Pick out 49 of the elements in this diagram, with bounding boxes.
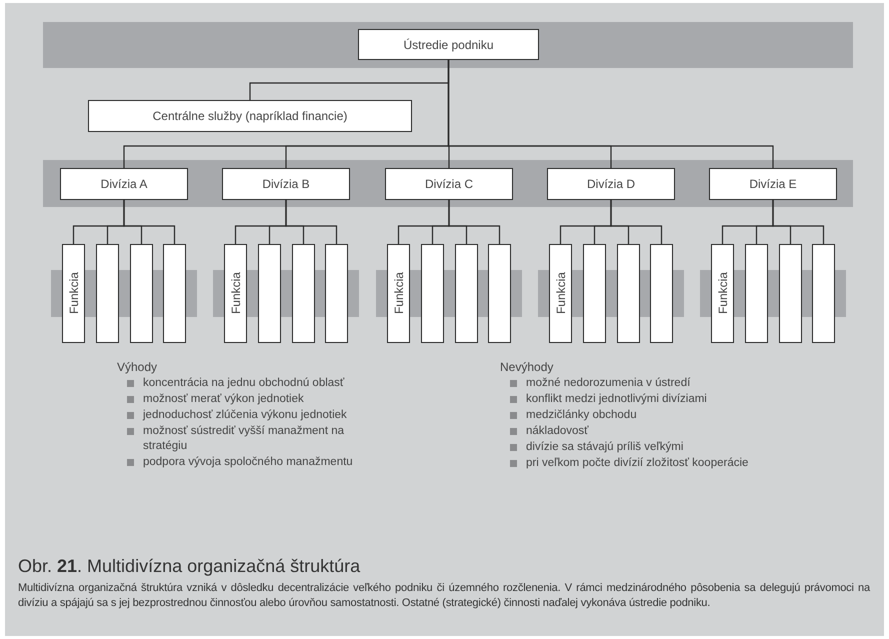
function-column: [583, 244, 606, 343]
box-label: Funkcia: [554, 272, 568, 315]
org-box: [385, 168, 513, 200]
box-label: Funkcia: [66, 272, 80, 315]
function-column: [745, 244, 768, 343]
function-column: [812, 244, 835, 343]
function-column: [96, 244, 119, 343]
function-column: [163, 244, 186, 343]
box-label: Divízia A: [100, 177, 148, 191]
function-column: [617, 244, 640, 343]
box-label: Funkcia: [228, 272, 242, 315]
connector-line: [285, 200, 338, 244]
function-column: [650, 244, 673, 343]
function-column: [224, 244, 247, 343]
connector-line: [772, 200, 824, 244]
function-column: [455, 244, 478, 343]
function-column: [258, 244, 281, 343]
function-column: [325, 244, 348, 343]
function-column: [779, 244, 802, 343]
connector-line: [123, 200, 176, 244]
function-column: [292, 244, 315, 343]
org-box: [547, 168, 675, 200]
box-label: Funkcia: [392, 272, 406, 315]
box-label: Divízia E: [749, 177, 797, 191]
connector-line: [448, 200, 500, 244]
org-box: [222, 168, 350, 200]
function-column: [711, 244, 734, 343]
figure-title: Obr. 21. Multidivízna organizačná štruktúra: [18, 556, 360, 577]
list-heading: Nevýhody: [500, 360, 554, 374]
box-label: Divízia B: [262, 177, 310, 191]
org-box: [60, 168, 188, 200]
box-label: Divízia D: [586, 177, 635, 191]
connector-line: [610, 200, 662, 244]
connector-line: [448, 60, 774, 168]
org-box: [358, 29, 539, 60]
box-label: Centrálne služby (napríklad financie): [152, 109, 348, 123]
function-column: [387, 244, 410, 343]
function-column: [62, 244, 85, 343]
function-column: [130, 244, 153, 343]
function-column: [488, 244, 511, 343]
org-box: [709, 168, 837, 200]
function-column: [421, 244, 444, 343]
caption-text: Multidivízna organizačná štruktúra vzniká v dôsledku decentralizácie veľkého podniku či územného rozčlenenia. V rámci medzinárodného pôsobenia sa delegujú právomoci na divíziu a spájajú sa s jej bezprostrednou činnosťou alebo úrovňou samostatnosti. Ostatné (strategické) činnosti naďalej vykonáva ústredie podniku.: [18, 581, 870, 611]
box-label: Ústredie podniku: [403, 38, 494, 52]
org-box: [88, 100, 412, 132]
box-label: Divízia C: [424, 177, 473, 191]
list-heading: Výhody: [117, 360, 158, 374]
box-label: Funkcia: [716, 272, 730, 315]
function-column: [549, 244, 572, 343]
